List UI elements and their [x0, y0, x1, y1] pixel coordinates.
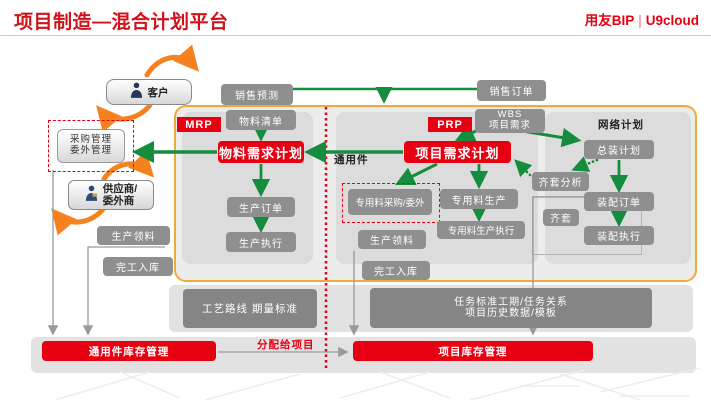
watermark-lines [54, 367, 701, 400]
left-production-picking-node: 生产领料 [97, 226, 170, 245]
kit-node: 齐套 [543, 209, 579, 226]
purchase-outsourcing-node: 采购管理 委外管理 [57, 129, 125, 163]
green-arrows [131, 87, 629, 234]
supplier-swoosh-icons [51, 150, 155, 236]
purchase-mgmt-label: 采购管理 [69, 134, 112, 146]
kit-analysis-node: 齐套分析 [532, 172, 589, 191]
person-icon [85, 185, 98, 205]
person-icon [130, 82, 143, 102]
project-requirements-plan-node: 项目需求计划 [404, 141, 511, 163]
assembly-execution-node: 装配执行 [584, 226, 654, 245]
customer-swoosh-icons [96, 44, 199, 133]
special-purchase-dashed-frame [342, 183, 440, 223]
project-inventory-node: 项目库存管理 [353, 341, 593, 361]
supplier-label: 供应商/ 委外商 [102, 182, 138, 207]
common-parts-label: 通用件 [334, 154, 369, 166]
material-requirements-plan-node: 物料需求计划 [218, 141, 304, 163]
green-dotted-arrows [514, 156, 599, 178]
supplier-node: 供应商/ 委外商 [68, 180, 154, 210]
page-title: 项目制造—混合计划平台 [14, 12, 229, 33]
network-plan-label: 网络计划 [598, 119, 644, 131]
sales-forecast-node: 销售预测 [221, 84, 293, 105]
production-order-node: 生产订单 [227, 197, 295, 217]
customer-label: 客户 [147, 86, 169, 99]
special-material-production-execution-node: 专用料生产执行 [437, 221, 525, 239]
special-material-production-node: 专用料生产 [440, 189, 518, 209]
brand-logo: 用友BIP|U9cloud [585, 9, 699, 29]
production-execution-node: 生产执行 [226, 232, 296, 252]
prp-production-picking-node: 生产领料 [358, 230, 426, 249]
common-parts-inventory-node: 通用件库存管理 [42, 341, 216, 361]
outsourcing-mgmt-label: 委外管理 [69, 145, 112, 156]
mrp-tag: MRP [177, 117, 221, 132]
brand-u9cloud: U9cloud [645, 13, 699, 28]
task-standards-node: 任务标准工期/任务关系项目历史数据/模板 [370, 288, 652, 328]
gray-connectors [47, 170, 584, 358]
left-completion-warehousing-node: 完工入库 [103, 257, 173, 276]
customer-node: 客户 [106, 79, 192, 105]
prp-completion-warehousing-node: 完工入库 [362, 261, 430, 280]
brand-yonyou: 用友BIP [584, 13, 635, 28]
sales-order-node: 销售订单 [477, 80, 546, 101]
header-divider [0, 35, 711, 36]
brand-separator: | [638, 13, 642, 28]
bom-node: 物料清单 [226, 110, 296, 130]
final-assembly-plan-node: 总装计划 [584, 140, 654, 159]
process-route-standards-node: 工艺路线 期量标准 [183, 289, 317, 328]
prp-tag: PRP [428, 117, 472, 132]
assembly-order-node: 装配订单 [584, 192, 654, 211]
allocate-to-project-label: 分配给项目 [257, 339, 315, 351]
special-material-purchase-node: 专用料采购/委外 [348, 189, 432, 215]
